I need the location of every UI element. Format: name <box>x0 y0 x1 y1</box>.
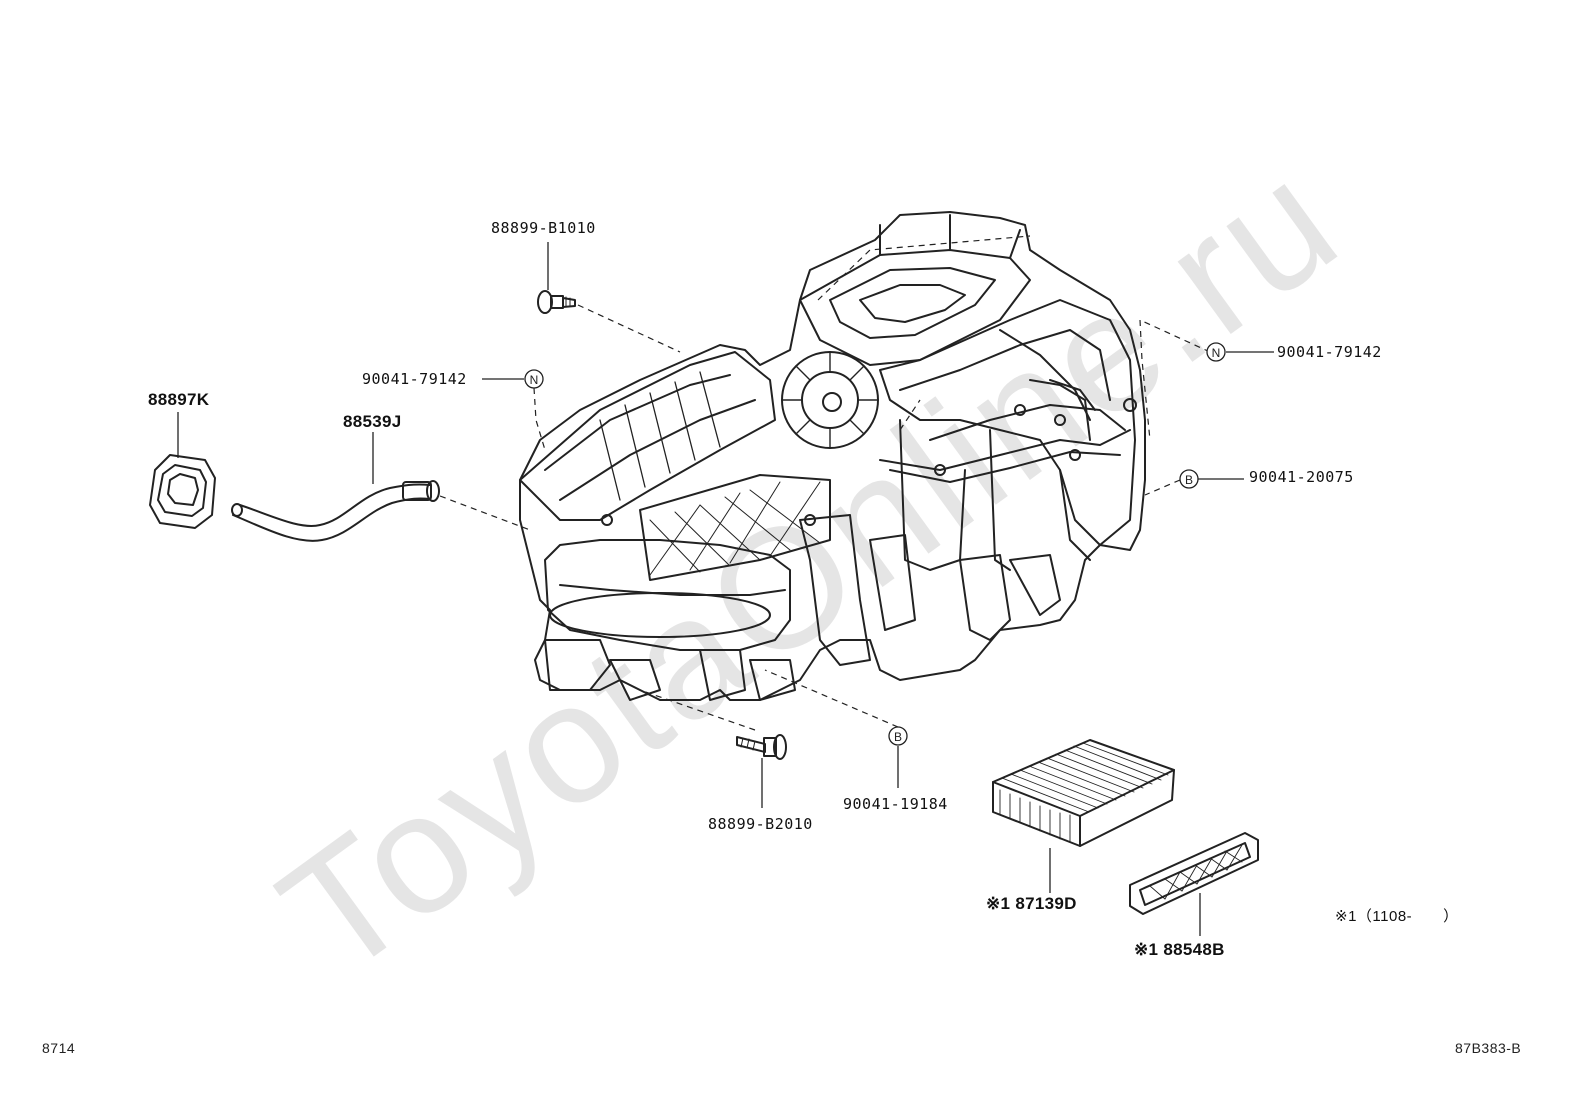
callout-n-right: N <box>1206 342 1226 362</box>
grommet-88897k <box>149 454 216 529</box>
callout-b-lower-text: B <box>894 730 902 744</box>
filter-87139d <box>992 739 1175 847</box>
filter-frame-88548b <box>1129 832 1259 915</box>
label-88548b: ※1 88548B <box>1134 940 1225 959</box>
hose-88539j <box>231 480 440 542</box>
callout-n-left: N <box>524 369 544 389</box>
label-90041-19184: 90041-19184 <box>843 795 948 813</box>
label-87139d: ※1 87139D <box>986 894 1077 913</box>
screw-88899-b2010 <box>736 734 787 760</box>
label-90041-79142-right: 90041-79142 <box>1277 343 1382 361</box>
hvac-housing <box>519 211 1146 701</box>
callout-b-right: B <box>1179 469 1199 489</box>
label-90041-79142-left: 90041-79142 <box>362 370 467 388</box>
callout-n-right-text: N <box>1212 346 1221 360</box>
dashed-leaders <box>439 235 1211 731</box>
callout-n-left-text: N <box>530 373 539 387</box>
applicability-note: ※1（1108- ） <box>1335 908 1459 925</box>
leader-lines <box>177 242 1274 936</box>
callout-b-right-text: B <box>1185 473 1193 487</box>
label-88539j: 88539J <box>343 412 402 431</box>
label-88899-b1010: 88899-B1010 <box>491 219 596 237</box>
callout-b-lower: B <box>888 726 908 746</box>
screw-88899-b1010 <box>537 290 576 314</box>
illustration-number: 8714 <box>42 1040 76 1056</box>
label-88899-b2010: 88899-B2010 <box>708 815 813 833</box>
diagram-reference-code: 87B383-B <box>1455 1040 1522 1056</box>
label-90041-20075: 90041-20075 <box>1249 468 1354 486</box>
label-88897k: 88897K <box>148 390 210 409</box>
